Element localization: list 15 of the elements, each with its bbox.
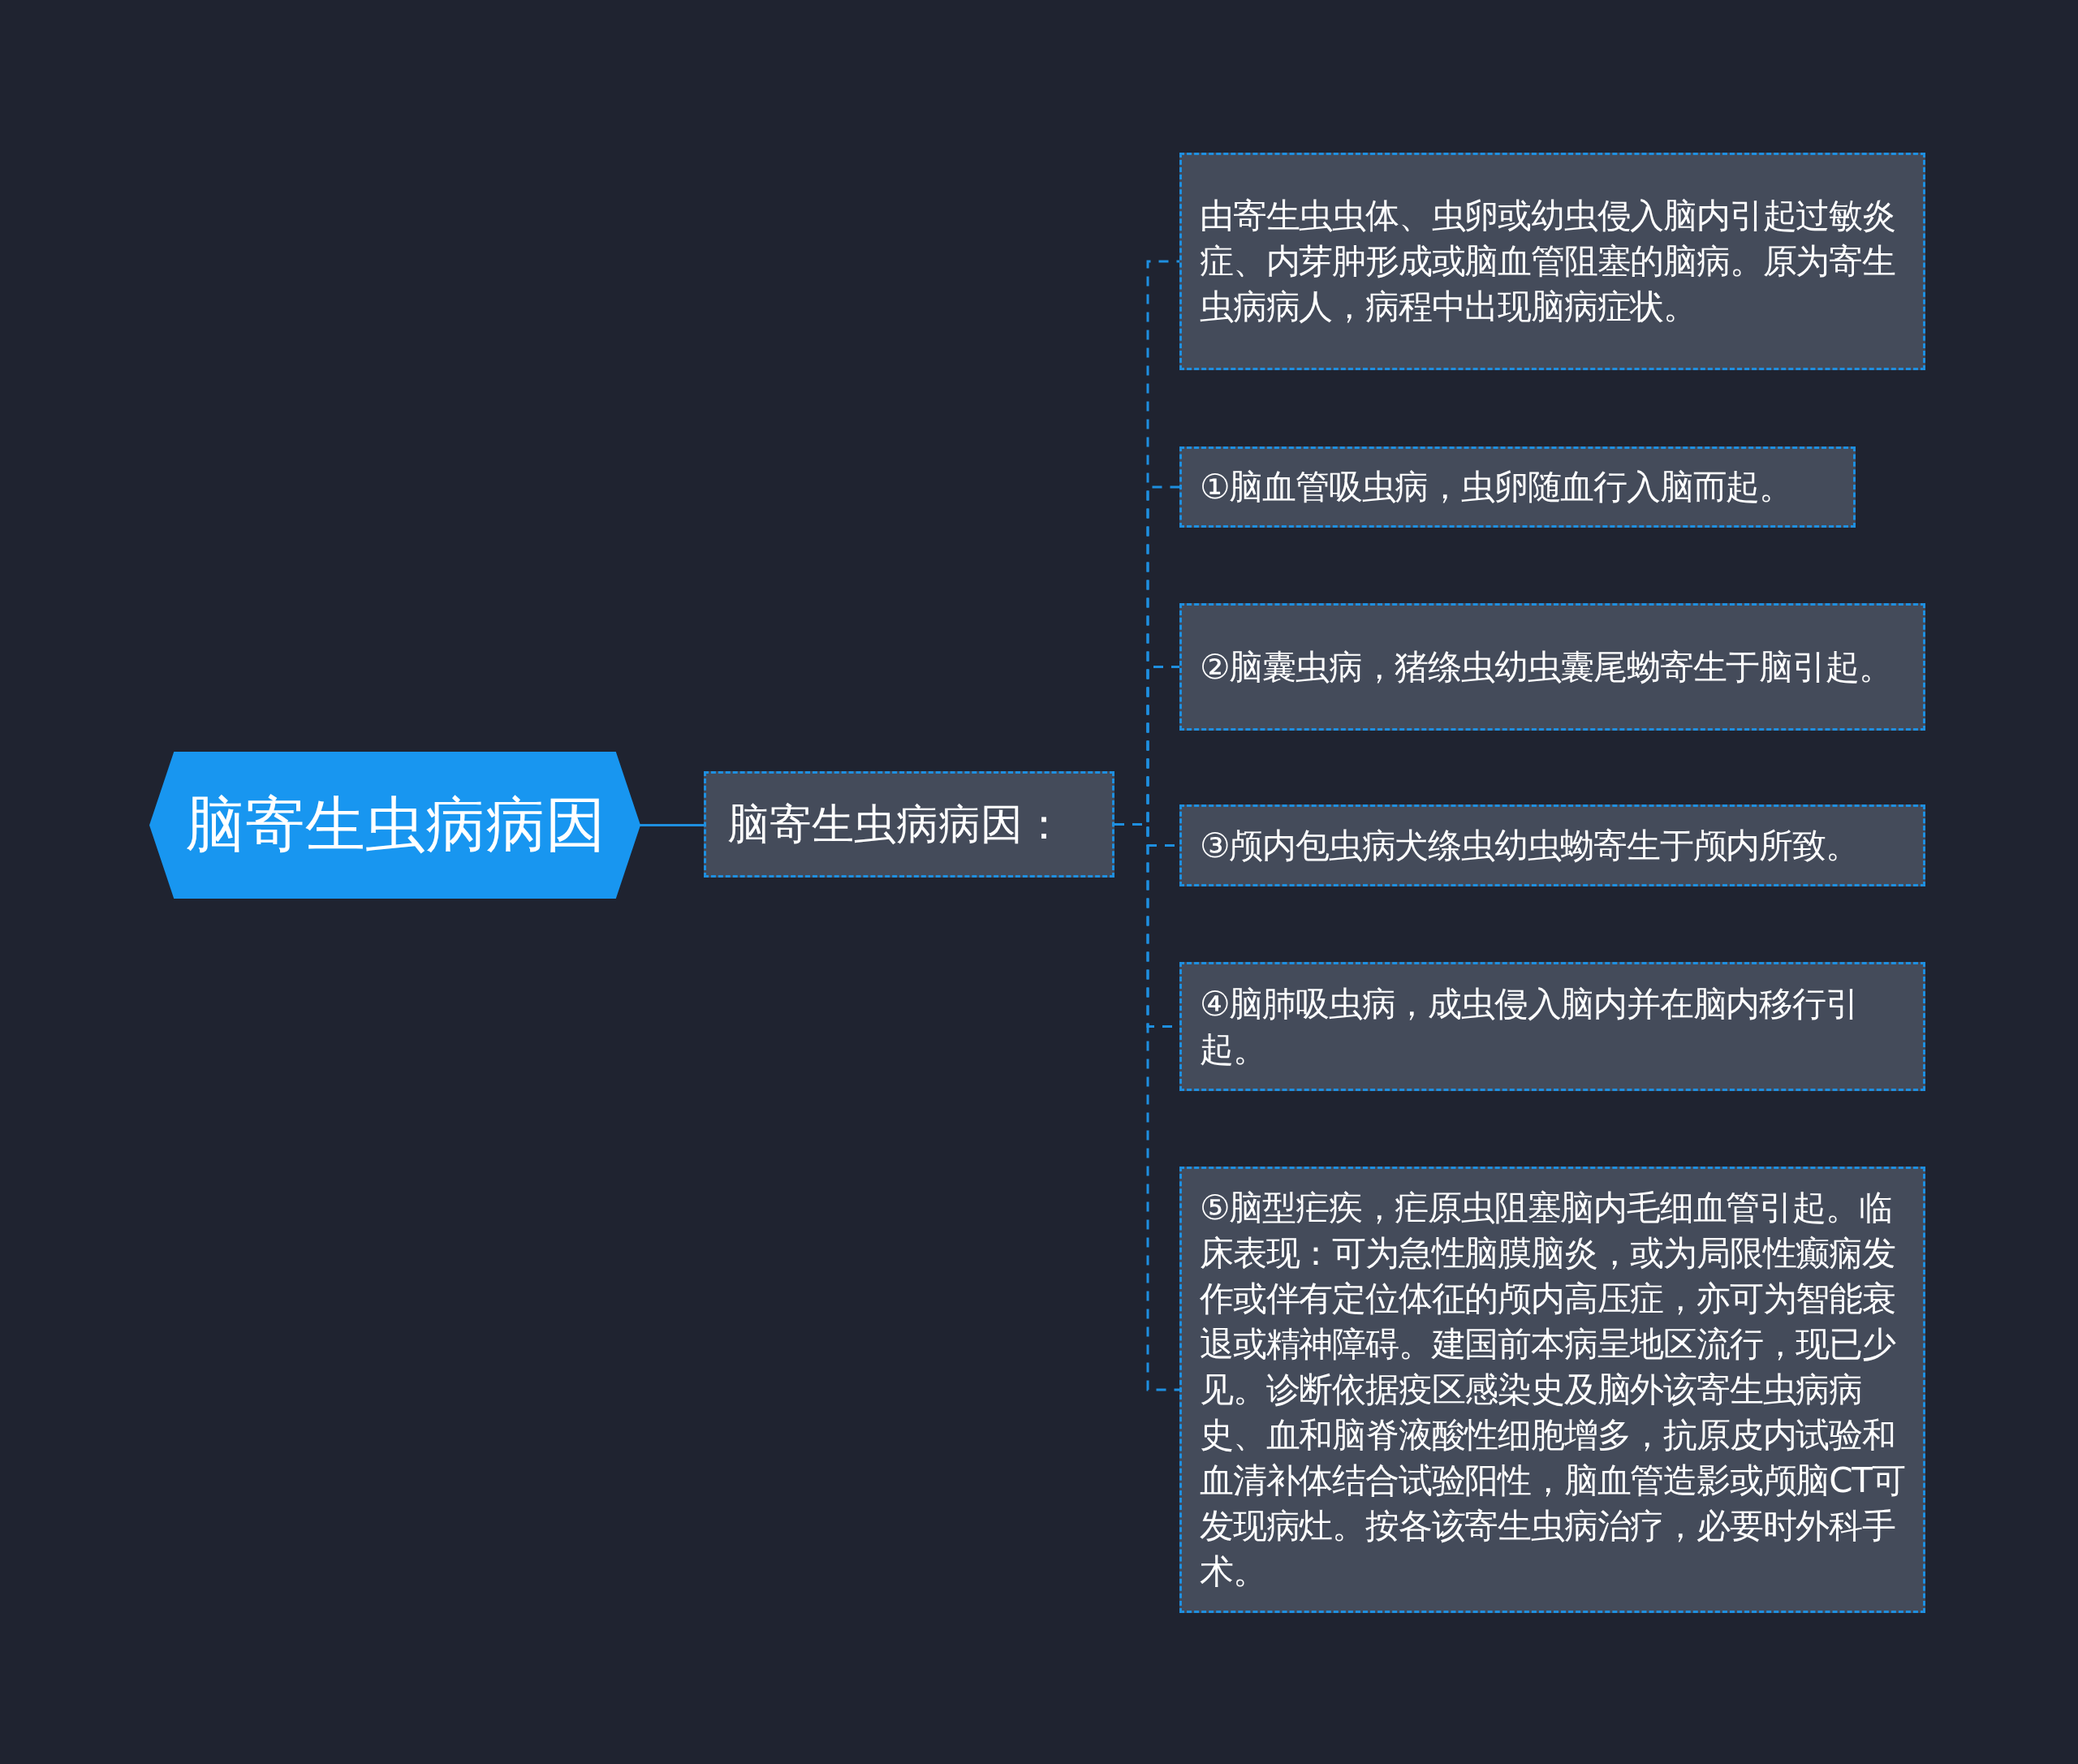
detail-text: ⑤脑型疟疾，疟原虫阻塞脑内毛细血管引起。临床表现：可为急性脑膜脑炎，或为局限性癫痫发作或伴有定位体征的颅内高压症，亦可为智能衰退或精神障碍。建国前本病呈地区流行，现已少见。诊断依据疫区感染史及脑外该寄生虫病病史、血和脑脊液酸性细胞增多，抗原皮内试验和血清补体结合试验阳性，脑血管造影或颅脑CT可发现病灶。按各该寄生虫病治疗，必要时外科手术。	[1200, 1187, 1905, 1593]
detail-box	[1179, 804, 1925, 886]
detail-box	[1179, 962, 1925, 1091]
root-title: 脑寄生虫病病因	[184, 787, 606, 860]
topic-box	[704, 771, 1114, 878]
detail-box	[1179, 603, 1925, 731]
topic-text: 脑寄生虫病病因：	[727, 798, 1065, 850]
detail-text: 由寄生虫虫体、虫卵或幼虫侵入脑内引起过敏炎症、内芽肿形成或脑血管阻塞的脑病。原为寄生虫病病人，病程中出现脑病症状。	[1200, 195, 1896, 328]
detail-text: ①脑血管吸虫病，虫卵随血行入脑而起。	[1200, 466, 1793, 508]
detail-text: ④脑肺吸虫病，成虫侵入脑内并在脑内移行引起。	[1200, 982, 1860, 1071]
detail-box	[1179, 153, 1925, 370]
detail-text: ③颅内包虫病犬绦虫幼虫蚴寄生于颅内所致。	[1200, 824, 1859, 867]
connector-line	[639, 824, 704, 826]
detail-text: ②脑囊虫病，猪绦虫幼虫囊尾蚴寄生于脑引起。	[1200, 645, 1892, 688]
detail-box	[1179, 446, 1856, 528]
